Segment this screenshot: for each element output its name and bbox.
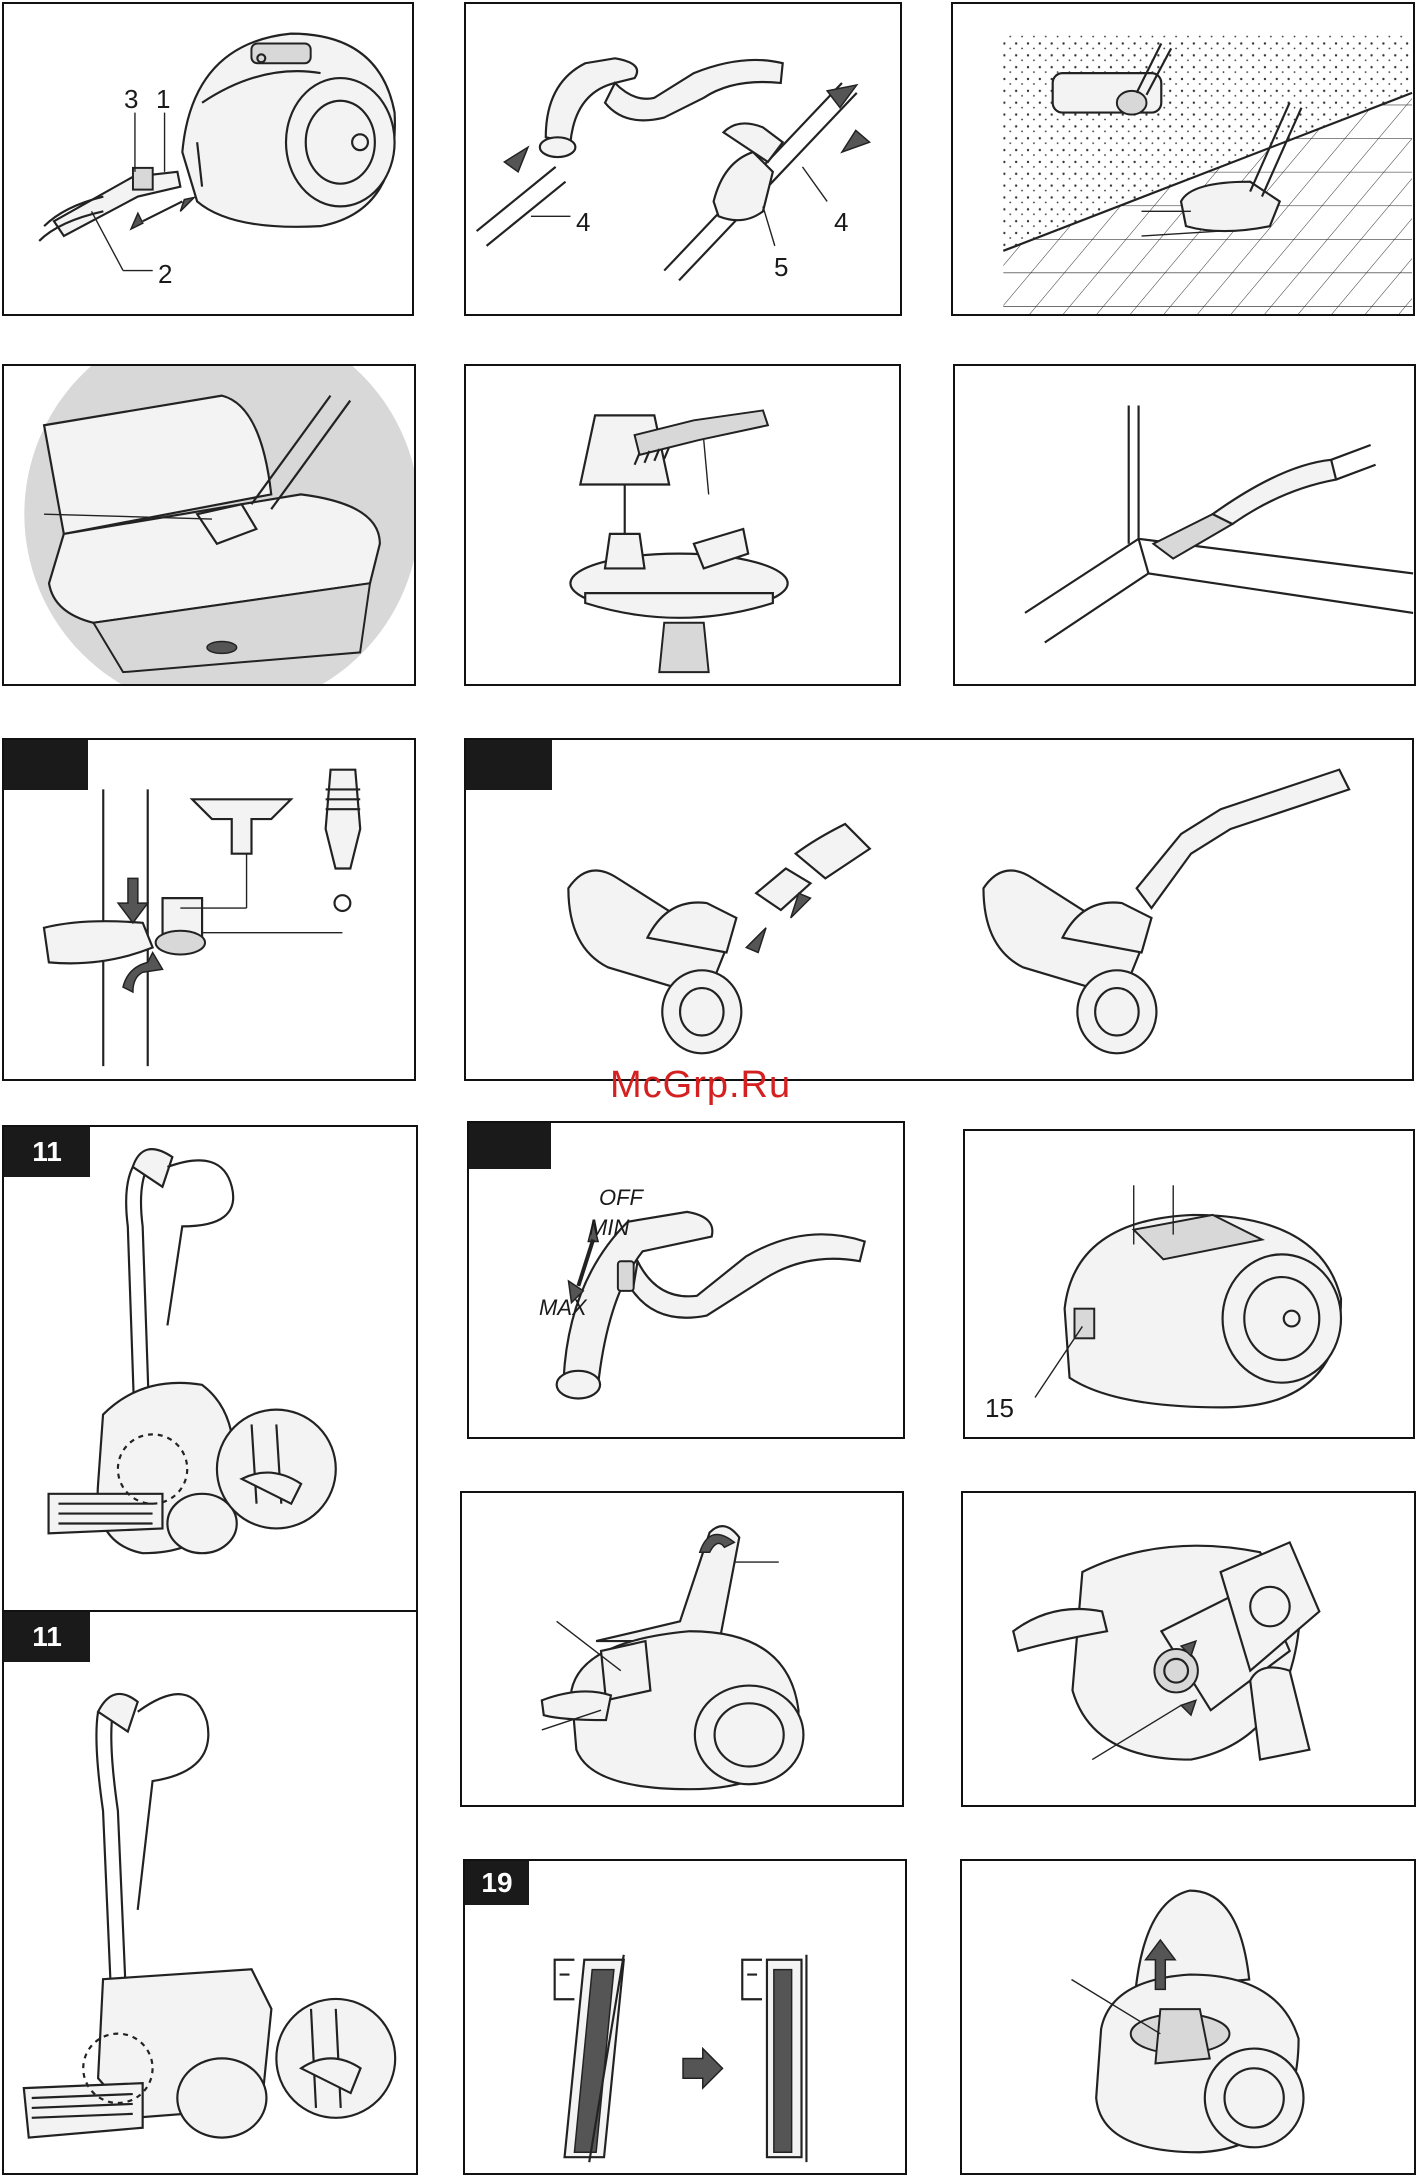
figure-power-control: OFF MIN MAX xyxy=(467,1121,905,1439)
figure-dusting-brush xyxy=(464,364,901,686)
label-1: 1 xyxy=(156,84,170,115)
figure-filter-grid: 19 xyxy=(463,1859,907,2175)
vacuum-cleaner-icon xyxy=(965,1131,1413,1437)
label-4b: 4 xyxy=(834,207,848,238)
lamp-icon xyxy=(466,366,899,684)
label-5: 5 xyxy=(774,252,788,283)
filter-icon xyxy=(963,1493,1414,1805)
figure-upholstery xyxy=(2,364,416,686)
label-min: MIN xyxy=(589,1215,629,1241)
label-3: 3 xyxy=(124,84,138,115)
vacuum-cleaner-icon xyxy=(4,1127,416,1610)
label-4a: 4 xyxy=(576,207,590,238)
accessory-holder-icon xyxy=(4,740,414,1079)
figure-hose-connection: 3 1 2 xyxy=(2,2,414,316)
hand-icon xyxy=(542,1691,611,1720)
hose-icon xyxy=(469,1123,903,1437)
figure-handle-tube: 4 5 4 xyxy=(464,2,902,316)
figure-bag-indicator: 15 xyxy=(963,1129,1415,1439)
figure-turbo-brush xyxy=(464,738,1414,1081)
figure-parking-2: 11 xyxy=(2,1610,418,2175)
hand-icon xyxy=(44,921,153,963)
figure-bag-removal xyxy=(460,1491,904,1807)
figure-motor-filter xyxy=(960,1859,1416,2175)
vacuum-cleaner-icon xyxy=(962,1861,1414,2173)
hand-icon xyxy=(796,824,870,878)
figure-parking-1: 11 xyxy=(2,1125,418,1612)
filter-icon xyxy=(465,1861,905,2173)
figure-bag-holder xyxy=(961,1491,1416,1807)
floor-nozzle-icon xyxy=(953,4,1413,314)
figure-floor-nozzle xyxy=(951,2,1415,316)
figure-accessory-clip xyxy=(2,738,416,1081)
hose-icon xyxy=(466,4,900,314)
turbo-brush-icon xyxy=(466,740,1412,1079)
crevice-tool-icon xyxy=(955,366,1414,684)
sofa-icon xyxy=(4,366,414,684)
hand-icon xyxy=(1250,1667,1309,1759)
vacuum-cleaner-icon xyxy=(4,1612,416,2173)
label-2: 2 xyxy=(158,259,172,290)
label-15: 15 xyxy=(985,1393,1014,1424)
vacuum-cleaner-icon xyxy=(462,1493,902,1805)
label-off: OFF xyxy=(599,1185,643,1211)
label-max: MAX xyxy=(539,1295,587,1321)
vacuum-cleaner-icon xyxy=(4,4,412,314)
figure-crevice-tool xyxy=(953,364,1416,686)
watermark-text: McGrp.Ru xyxy=(610,1064,791,1107)
arrow-icon xyxy=(683,2049,722,2088)
